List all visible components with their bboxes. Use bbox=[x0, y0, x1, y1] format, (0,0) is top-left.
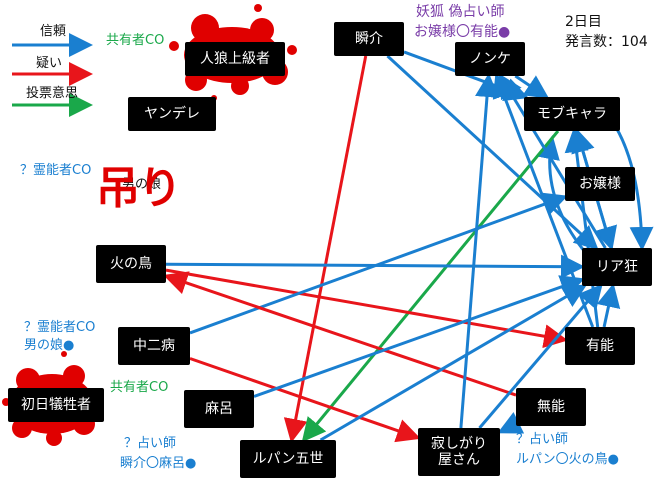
node-hinotori[interactable]: 火の鳥 bbox=[96, 245, 166, 283]
legend-doubt-label: 疑い bbox=[36, 56, 63, 71]
legend-trust-label: 信頼 bbox=[40, 24, 67, 39]
node-mobu[interactable]: モブキャラ bbox=[524, 97, 620, 131]
legend-vote-label: 投票意思 bbox=[26, 86, 79, 101]
edge-shunsuke-riajuu bbox=[386, 54, 599, 251]
tsuri-stamp: 吊り bbox=[96, 163, 182, 214]
uranai-left-1: ？占い師 bbox=[124, 436, 177, 451]
node-ojousama[interactable]: お嬢様 bbox=[565, 167, 635, 201]
edge-sabishigari-nonke bbox=[459, 73, 499, 429]
node-otokonoko-label[interactable]: 男の娘 bbox=[122, 177, 162, 192]
uranai-right-2: ルパン〇火の鳥● bbox=[516, 452, 619, 467]
node-shonichi[interactable]: 初日犠牲者 bbox=[8, 388, 104, 422]
node-shunsuke[interactable]: 瞬介 bbox=[334, 22, 404, 56]
node-sabishigari[interactable]: 寂しがり屋さん bbox=[418, 428, 500, 476]
node-nonke[interactable]: ノンケ bbox=[455, 42, 525, 76]
node-munou[interactable]: 無能 bbox=[516, 388, 586, 426]
edge-lupin-riajuu bbox=[319, 284, 588, 442]
edge-riajuu-nonke bbox=[498, 73, 607, 249]
message-count: 発言数：104 bbox=[565, 34, 648, 50]
edge-maro-riajuu bbox=[253, 275, 585, 398]
edge-munou-sabishigari bbox=[497, 411, 525, 434]
edge-yuunou-riajuu bbox=[596, 283, 621, 328]
reinou-co-lower-1: ？霊能者CO bbox=[24, 320, 96, 335]
edge-munou-hinotori bbox=[163, 271, 517, 397]
reinou-co-left: ？霊能者CO bbox=[20, 163, 92, 178]
node-lupin[interactable]: ルパン五世 bbox=[240, 440, 336, 478]
edge-mobu-lupin bbox=[301, 130, 560, 443]
edge-sabishigari-riajuu bbox=[478, 283, 603, 429]
day-label: 2日目 bbox=[565, 14, 602, 30]
fox-label-2: お嬢様〇有能● bbox=[414, 24, 511, 40]
edge-hinotori-yuunou bbox=[165, 268, 568, 349]
edge-chuuni-sabishigari bbox=[189, 357, 421, 443]
uranai-left-2: 瞬介〇麻呂● bbox=[120, 456, 197, 471]
node-maro[interactable]: 麻呂 bbox=[184, 390, 254, 428]
node-jinro[interactable]: 人狼上級者 bbox=[185, 42, 285, 76]
fox-label-1: 妖狐 偽占い師 bbox=[416, 4, 505, 20]
node-yandere[interactable]: ヤンデレ bbox=[128, 97, 216, 131]
kyouyuu-co-bottom: 共有者CO bbox=[110, 380, 169, 395]
node-riajuu[interactable]: リア狂 bbox=[582, 248, 652, 286]
node-yuunou[interactable]: 有能 bbox=[565, 327, 635, 365]
edge-shunsuke-lupin bbox=[283, 55, 368, 443]
kyouyuu-co-top: 共有者CO bbox=[106, 33, 165, 48]
node-chuuni[interactable]: 中二病 bbox=[118, 327, 190, 365]
reinou-co-lower-2: 男の娘● bbox=[24, 338, 75, 353]
edge-chuuni-ojousama bbox=[189, 192, 568, 335]
uranai-right-1: ？占い師 bbox=[516, 432, 569, 447]
